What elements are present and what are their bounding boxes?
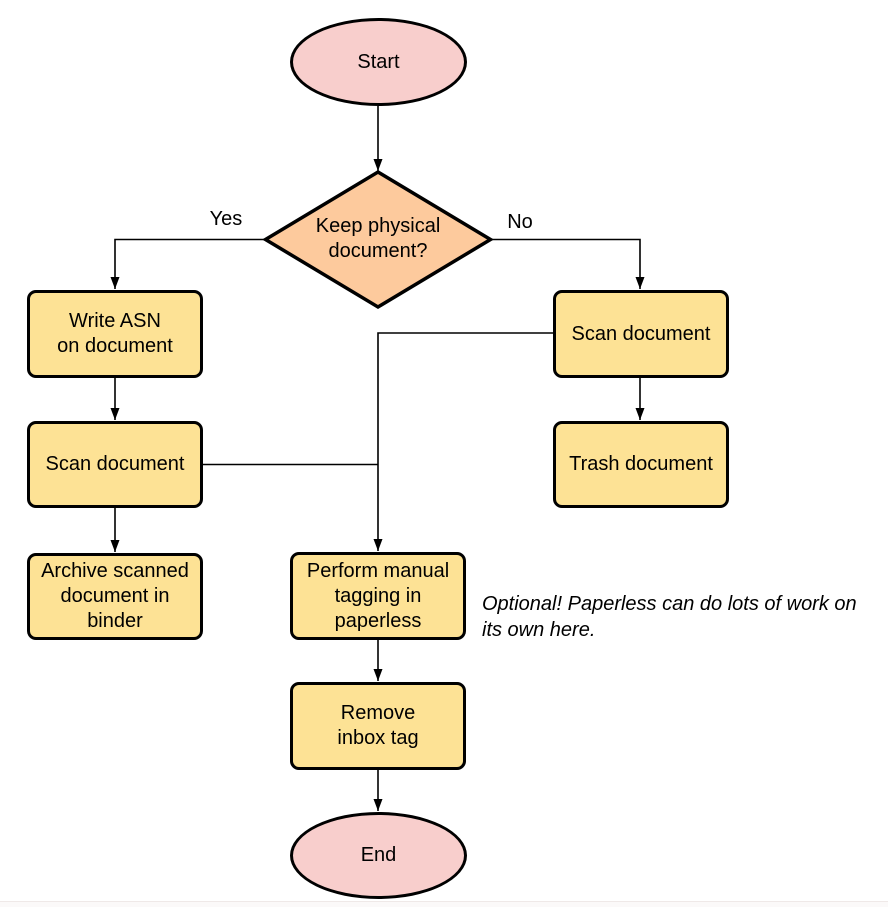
node-scan-document-left: Scan document [27,421,203,508]
window-bottom-divider [0,901,888,902]
window-bottom-band [0,902,888,907]
node-scan-document-right-label: Scan document [571,322,711,345]
edge-decision-no-to-scan-right [490,238,645,289]
node-perform-tagging-label: Perform manual tagging in paperless [306,559,450,632]
node-trash-document-label: Trash document [569,453,713,475]
decision-diamond-shape [262,169,494,310]
node-scan-document-left-label: Scan document [45,453,185,475]
node-archive-document: Archive scanned document in binder [27,553,203,640]
node-start: Start [290,18,467,106]
edge-label-yes: Yes [209,208,243,230]
node-write-asn-label: Write ASN on document [57,310,173,357]
edge-decision-yes-to-write-asn [110,238,265,289]
node-scan-document-right: Scan document [553,290,729,378]
node-perform-tagging: Perform manual tagging in paperless [290,552,466,640]
node-start-label: Start [357,50,400,73]
node-end-label: End [360,844,397,866]
optional-note: Optional! Paperless can do lots of work … [482,593,857,641]
node-decision-label: Keep physical document? [315,215,441,262]
node-write-asn: Write ASN on document [27,290,203,378]
node-trash-document: Trash document [553,421,729,508]
edge-label-no: No [507,211,533,233]
node-remove-inbox-tag: Remove inbox tag [290,682,466,770]
node-archive-document-label: Archive scanned document in binder [41,560,189,632]
node-end: End [290,812,467,899]
edge-scan-right-to-perform-tagging [373,332,553,551]
node-remove-inbox-tag-label: Remove inbox tag [337,702,419,749]
